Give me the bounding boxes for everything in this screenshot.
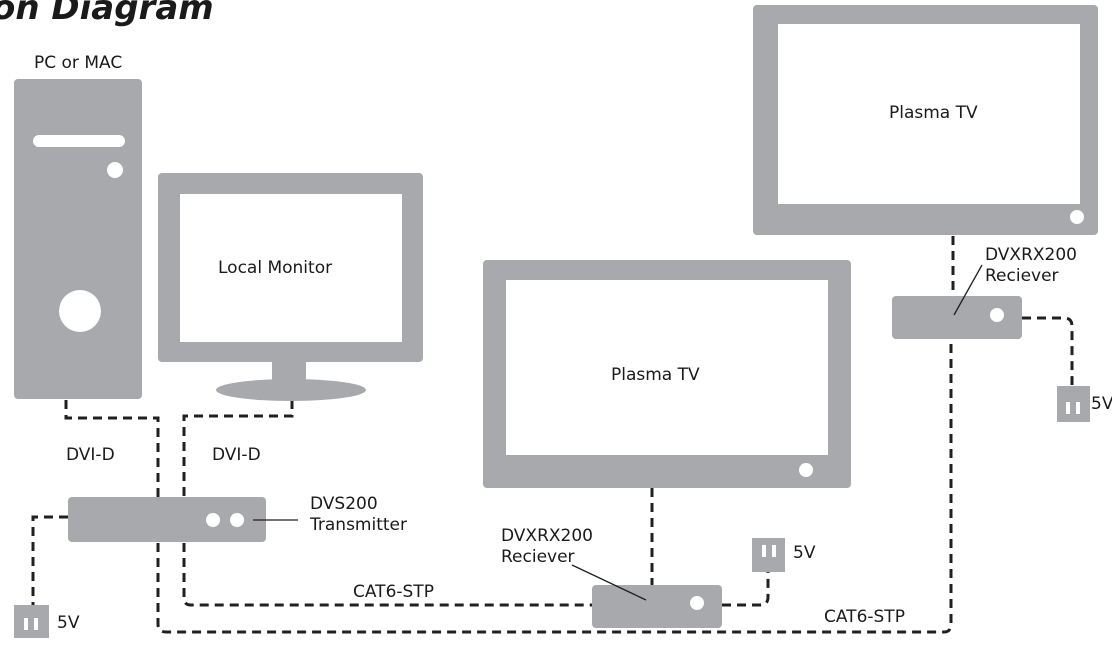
plasma-tv-center [483,260,851,488]
cat6-right-label: CAT6-STP [824,607,905,627]
disc-drive-icon [59,290,101,332]
cables [31,236,1074,634]
receiver-center-box [592,585,722,628]
power-right-label: 5V [1091,394,1112,414]
cable-cat6-right [156,340,953,634]
cable-power-right [1022,316,1074,385]
receiver-right-leader [953,264,983,316]
receiver-right-name-label: Reciever [985,266,1059,286]
dvi-left-label: DVI-D [66,445,115,465]
power-left-label: 5V [57,613,80,633]
pc-tower [14,79,142,399]
local-monitor [158,173,423,401]
cable-power-transmitter [31,515,68,605]
transmitter-model-label: DVS200 [310,494,378,514]
plasma-tv-right-label: Plasma TV [889,103,978,123]
tv-power-icon [1070,210,1084,224]
cat6-left-label: CAT6-STP [353,582,434,602]
plasma-tv-center-label: Plasma TV [611,365,700,385]
receiver-right-model-label: DVXRX200 [985,245,1077,265]
cable-dvi-pc [64,400,160,498]
pc-label: PC or MAC [34,53,122,73]
local-monitor-label: Local Monitor [218,258,332,278]
transmitter-led-icon [206,513,220,527]
receiver-led-icon [990,308,1004,322]
diagram-title: on Diagram [0,0,214,28]
power-button-icon [107,162,123,178]
receiver-right-box [892,296,1022,339]
power-center-label: 5V [793,543,816,563]
receiver-center-leader [571,564,647,601]
tv-power-icon [799,463,813,477]
drive-bay [33,135,125,147]
power-plug-center [752,538,785,572]
power-plug-right [1057,386,1090,422]
receiver-led-icon [690,596,704,610]
transmitter-name-label: Transmitter [309,515,407,535]
cable-power-center [722,572,770,607]
monitor-stand [216,379,366,401]
plasma-tv-right [753,5,1098,235]
cable-dvi-monitor [182,400,294,498]
transmitter-led-icon [230,513,244,527]
power-plug-left [14,605,49,638]
transmitter-box [68,497,266,542]
receiver-center-name-label: Reciever [501,547,575,567]
dvi-right-label: DVI-D [212,445,261,465]
cable-cat6-center [182,543,592,607]
receiver-center-model-label: DVXRX200 [501,526,593,546]
